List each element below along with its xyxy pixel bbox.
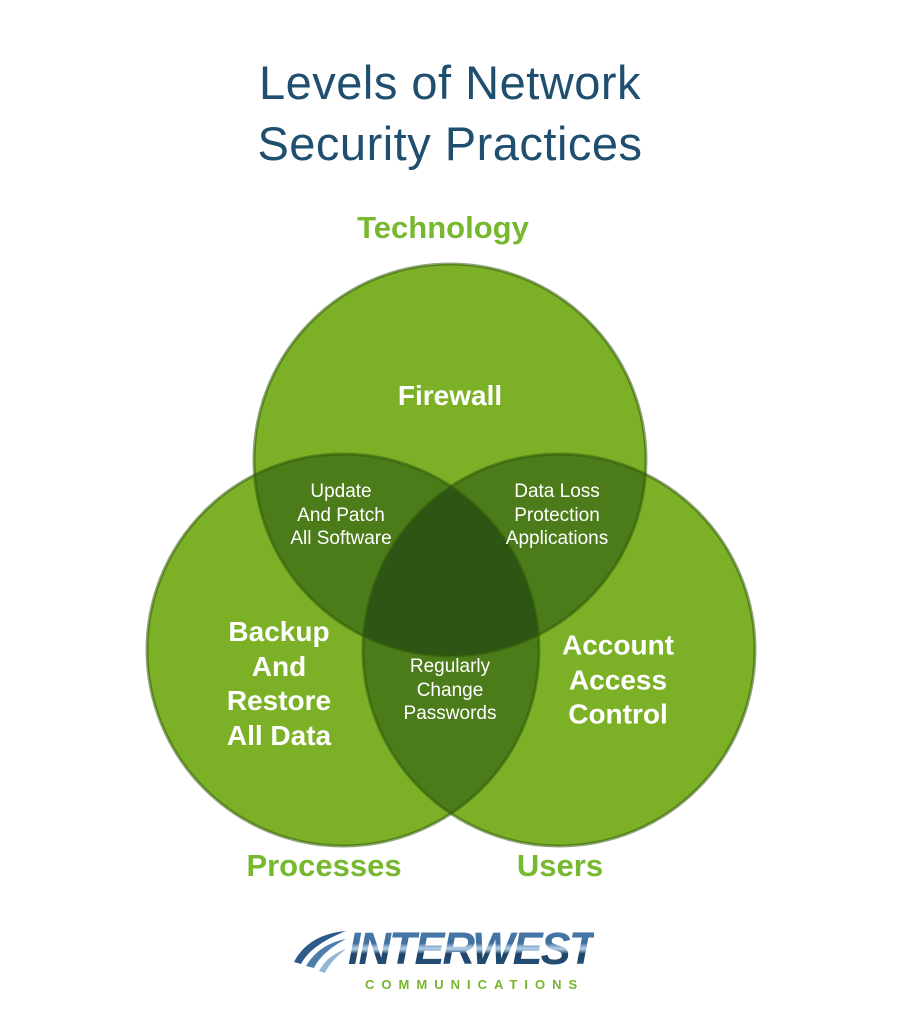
region-text-line: Regularly <box>409 655 491 677</box>
region-text-line: Data Loss <box>514 480 600 502</box>
region-text-line: All Data <box>226 719 332 751</box>
region-label-update-and-patch: Update And Patch All Software <box>290 480 391 551</box>
logo-tagline-text: COMMUNICATIONS <box>365 977 585 992</box>
region-label-backup-restore: Backup And Restore All Data <box>227 615 331 753</box>
region-text-line: Firewall <box>397 379 503 411</box>
region-label-change-passwords: Regularly Change Passwords <box>404 655 497 726</box>
triple-overlap-shape <box>363 454 539 656</box>
region-text-line: Restore <box>226 685 332 716</box>
region-label-data-loss-protection: Data Loss Protection Applications <box>506 480 608 551</box>
region-text-line: Backup <box>228 616 330 647</box>
region-text-line: And Patch <box>297 504 385 526</box>
region-text-line: Account <box>562 629 674 661</box>
region-text-line: Access <box>568 663 668 695</box>
region-text-line: Passwords <box>403 702 497 724</box>
region-text-line: Protection <box>514 504 600 526</box>
region-label-account-access: Account Access Control <box>562 628 674 732</box>
page-title: Levels of Network Security Practices <box>0 52 900 174</box>
set-label-users: Users <box>516 848 604 883</box>
region-text-line: Control <box>568 698 668 730</box>
region-text-line: And <box>251 650 307 682</box>
users-circle-outline <box>361 452 757 848</box>
set-label-technology: Technology <box>357 210 529 245</box>
region-text-line: Update <box>310 480 372 502</box>
title-line-2: Security Practices <box>257 117 643 170</box>
swoosh-icon <box>294 931 346 973</box>
title-line-1: Levels of Network <box>258 56 642 109</box>
logo-text-stack: INTERWEST COMMUNICATIONS <box>348 923 596 992</box>
processes-circle-outline <box>145 452 541 848</box>
logo-brand-text: INTERWEST <box>348 923 596 974</box>
region-text-line: Applications <box>505 527 609 549</box>
region-text-line: All Software <box>290 527 392 549</box>
region-label-firewall: Firewall <box>398 379 502 414</box>
technology-circle-outline <box>252 262 648 658</box>
logo-interwest: INTERWEST COMMUNICATIONS <box>294 923 596 992</box>
region-text-line: Change <box>416 679 484 701</box>
set-label-processes: Processes <box>246 848 402 883</box>
